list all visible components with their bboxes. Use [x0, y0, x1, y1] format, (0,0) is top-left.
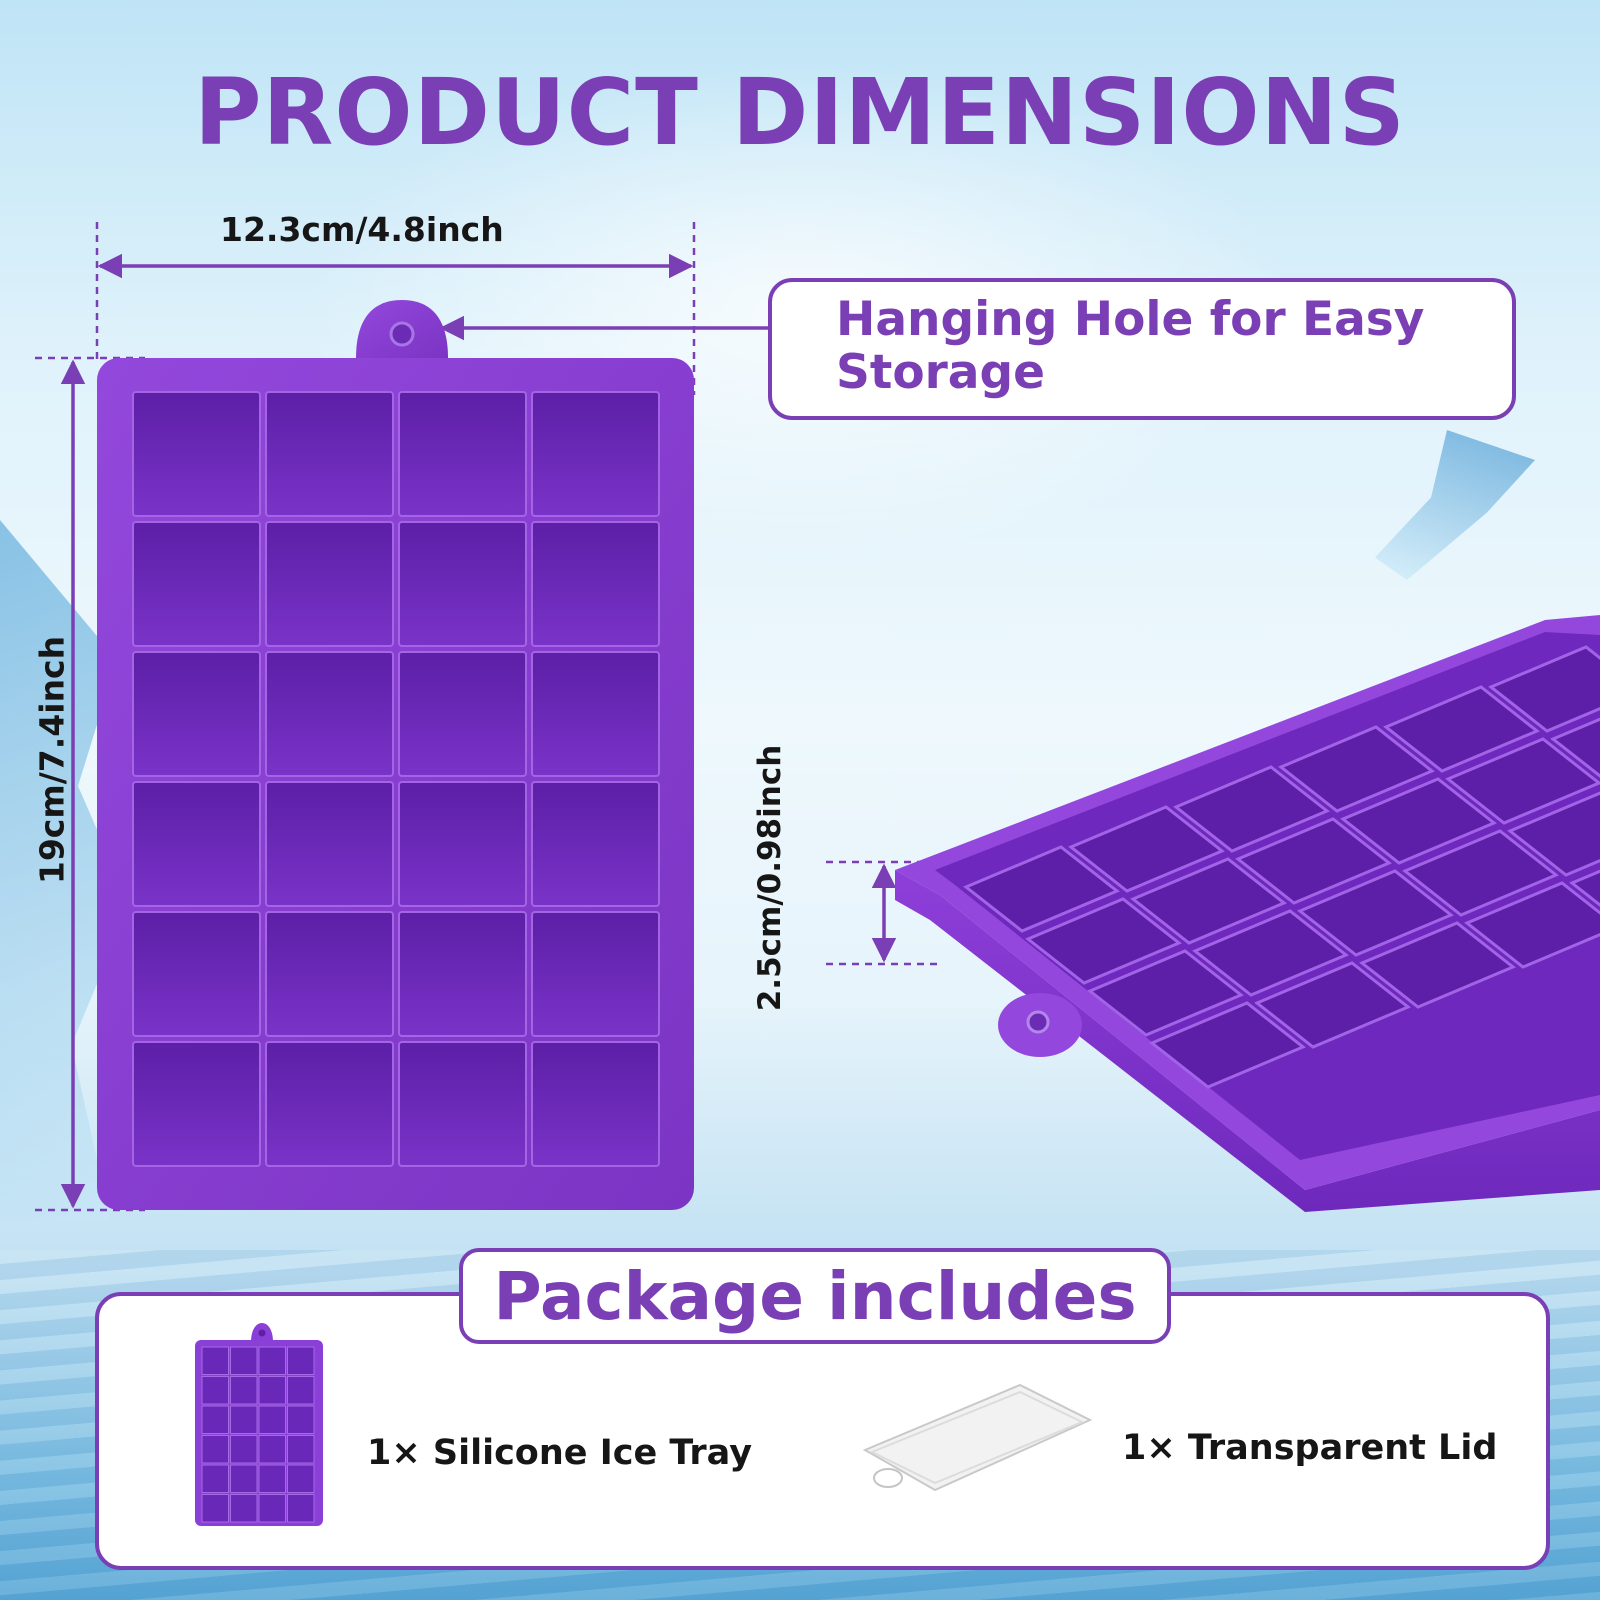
package-item-lid: 1× Transparent Lid — [1122, 1428, 1498, 1468]
silicone-tray-thumbnail — [195, 1323, 323, 1526]
mini-tray-cell — [287, 1435, 315, 1464]
angled-tray-cell — [1025, 897, 1182, 985]
mini-tray-cell — [230, 1494, 258, 1523]
mini-tray-cell — [258, 1376, 286, 1405]
angled-tray-cell — [1359, 921, 1516, 1009]
tray-cell — [132, 1041, 261, 1167]
angled-tray-cell — [1149, 1001, 1306, 1089]
tray-side — [895, 870, 1600, 1212]
mini-tray-cell — [258, 1464, 286, 1493]
package-item-tray: 1× Silicone Ice Tray — [367, 1433, 753, 1473]
tray-cell — [398, 651, 527, 777]
page-title: PRODUCT DIMENSIONS — [194, 59, 1406, 166]
tray-cell — [531, 521, 660, 647]
package-header: Package includes — [459, 1248, 1171, 1344]
tray-cell — [398, 1041, 527, 1167]
tray-cell — [132, 781, 261, 907]
tray-cell — [132, 651, 261, 777]
angled-tray-cell — [1087, 949, 1244, 1037]
angled-tray-cell — [1383, 685, 1540, 773]
tray-cell — [398, 391, 527, 517]
angled-tray-cell — [1464, 881, 1600, 969]
mini-tray-cell — [230, 1405, 258, 1434]
angled-hanging-hole-icon — [1026, 1010, 1050, 1034]
tray-cell — [132, 521, 261, 647]
angled-tray-cells — [963, 645, 1600, 1089]
mini-tray-cell — [258, 1346, 286, 1375]
tray-cell — [265, 781, 394, 907]
mini-tray-cell — [258, 1405, 286, 1434]
tray-cell — [265, 651, 394, 777]
tray-cell — [132, 911, 261, 1037]
mini-tray-cell — [287, 1494, 315, 1523]
tray-cell — [398, 781, 527, 907]
tray-cells — [132, 391, 660, 1167]
angled-tray-cell — [963, 845, 1120, 933]
mini-tray-cell — [230, 1376, 258, 1405]
tray-cell — [531, 781, 660, 907]
tray-cell — [398, 911, 527, 1037]
hanging-hole-callout: Hanging Hole for Easy Storage — [768, 278, 1516, 420]
tray-cell — [265, 391, 394, 517]
angled-tray-cell — [1235, 817, 1392, 905]
mini-tray-cell — [258, 1435, 286, 1464]
angled-tray-cell — [1550, 717, 1600, 778]
hanging-hole-text: Hanging Hole for Easy Storage — [836, 292, 1425, 400]
angled-tray-cell — [1488, 645, 1600, 733]
angled-tray-cell — [1254, 961, 1411, 1049]
width-label: 12.3cm/4.8inch — [220, 210, 504, 249]
angled-tray-cell — [1340, 777, 1497, 865]
mini-tray-cell — [201, 1346, 229, 1375]
angled-tray-cell — [1278, 725, 1435, 813]
angled-tray-cell — [1173, 765, 1330, 853]
angled-tray-cell — [1445, 737, 1600, 825]
tray-cell — [531, 391, 660, 517]
mini-tray-cell — [201, 1494, 229, 1523]
mini-tray-cell — [201, 1376, 229, 1405]
tray-cell — [265, 521, 394, 647]
angled-tray-cell — [1569, 869, 1600, 907]
mini-tray-cell — [287, 1346, 315, 1375]
tray-cell — [531, 651, 660, 777]
angled-tray-cell — [1507, 791, 1600, 877]
mini-tray-cell — [258, 1494, 286, 1523]
mini-tray-cell — [287, 1405, 315, 1434]
hanging-hole-icon — [389, 321, 415, 347]
mini-tray-cell — [201, 1405, 229, 1434]
mini-tray-cell — [201, 1464, 229, 1493]
mini-tray-cell — [230, 1435, 258, 1464]
angled-tray-cell — [1297, 869, 1454, 957]
tray-cell — [265, 1041, 394, 1167]
mini-tray-cell — [287, 1376, 315, 1405]
tray-cell — [531, 911, 660, 1037]
angled-tray-cell — [1130, 857, 1287, 945]
tray-cell — [265, 911, 394, 1037]
mini-tray-cell — [230, 1346, 258, 1375]
angled-tray-cell — [1192, 909, 1349, 997]
tray-cell — [132, 391, 261, 517]
angled-tray-cell — [1068, 805, 1225, 893]
tray-cell — [398, 521, 527, 647]
mini-tray-cell — [230, 1464, 258, 1493]
package-header-text: Package includes — [493, 1257, 1137, 1335]
transparent-lid-thumbnail — [862, 1383, 1093, 1492]
angled-tray-cell — [1402, 829, 1559, 917]
tray-cell — [531, 1041, 660, 1167]
mini-tray-cell — [287, 1464, 315, 1493]
mini-tray-cell — [201, 1435, 229, 1464]
